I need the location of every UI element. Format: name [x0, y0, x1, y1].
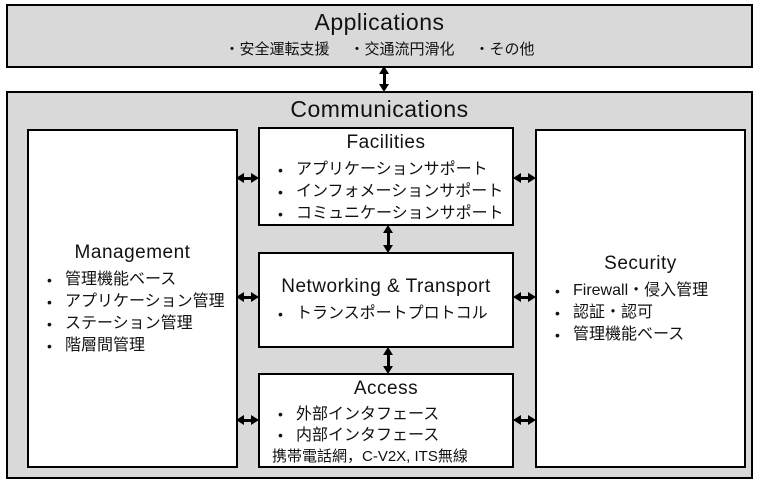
networking-transport-box: Networking & Transport トランスポートプロトコル [258, 252, 514, 348]
access-item: 外部インタフェース [274, 404, 508, 425]
double-arrow-management-networking-icon [236, 289, 259, 305]
double-arrow-facilities-networking-icon [381, 225, 395, 253]
security-title: Security [604, 252, 677, 274]
facilities-list: アプリケーションサポート インフォメーションサポート コミュニケーションサポート [260, 159, 512, 225]
applications-box: Applications ・安全運転支援 ・交通流円滑化 ・その他 [6, 4, 753, 68]
networking-transport-title: Networking & Transport [281, 276, 491, 297]
double-arrow-facilities-security-icon [513, 170, 536, 186]
access-box: Access 外部インタフェース 内部インタフェース 携帯電話網，C-V2X, … [258, 373, 514, 468]
facilities-item: コミュニケーションサポート [274, 203, 508, 225]
communications-title: Communications [290, 96, 469, 122]
management-item: ステーション管理 [43, 313, 232, 335]
access-title: Access [353, 378, 419, 399]
management-item: 管理機能ベース [43, 269, 232, 291]
applications-item: ・安全運転支援 [224, 41, 330, 58]
security-list: Firewall・侵入管理 認証・認可 管理機能ベース [537, 280, 744, 346]
applications-title: Applications [314, 9, 445, 35]
access-item: 内部インタフェース [274, 425, 508, 446]
double-arrow-management-facilities-icon [236, 170, 259, 186]
applications-items: ・安全運転支援 ・交通流円滑化 ・その他 [8, 39, 751, 61]
access-note: 携帯電話網，C-V2X, ITS無線 [272, 448, 468, 465]
applications-item: ・その他 [474, 41, 535, 58]
networking-transport-list: トランスポートプロトコル [260, 303, 512, 325]
access-list: 外部インタフェース 内部インタフェース [260, 404, 512, 446]
applications-item: ・交通流円滑化 [349, 41, 455, 58]
security-box: Security Firewall・侵入管理 認証・認可 管理機能ベース [535, 129, 746, 468]
double-arrow-networking-security-icon [513, 289, 536, 305]
facilities-title: Facilities [346, 132, 426, 153]
facilities-item: インフォメーションサポート [274, 181, 508, 203]
facilities-box: Facilities アプリケーションサポート インフォメーションサポート コミ… [258, 127, 514, 226]
security-item: Firewall・侵入管理 [551, 280, 740, 302]
security-item: 管理機能ベース [551, 324, 740, 346]
management-box: Management 管理機能ベース アプリケーション管理 ステーション管理 階… [27, 129, 238, 468]
double-arrow-networking-access-icon [381, 347, 395, 374]
management-title: Management [74, 241, 191, 263]
facilities-item: アプリケーションサポート [274, 159, 508, 181]
networking-transport-item: トランスポートプロトコル [274, 303, 508, 325]
security-item: 認証・認可 [551, 302, 740, 324]
management-item: アプリケーション管理 [43, 291, 232, 313]
double-arrow-access-security-icon [513, 412, 536, 428]
management-list: 管理機能ベース アプリケーション管理 ステーション管理 階層間管理 [29, 269, 236, 357]
double-arrow-management-access-icon [236, 412, 259, 428]
double-arrow-applications-communications-icon [377, 66, 391, 92]
management-item: 階層間管理 [43, 335, 232, 357]
